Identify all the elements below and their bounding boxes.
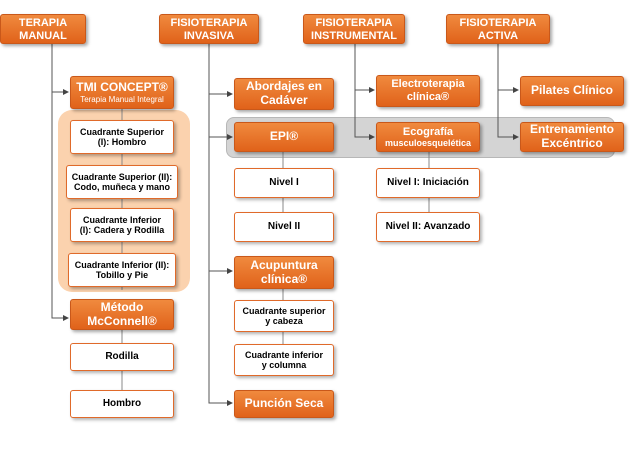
- tmi-concept-box: TMI CONCEPT® Terapia Manual Integral: [70, 76, 174, 109]
- pilates-clinico-box: Pilates Clínico: [520, 76, 624, 106]
- ecografia-item-nivel-1: Nivel I: Iniciación: [376, 168, 480, 198]
- tmi-item-cuadrante-superior-2: Cuadrante Superior (II):Codo, muñeca y m…: [66, 165, 178, 199]
- epi-box: EPI®: [234, 122, 334, 152]
- mcconnell-item-hombro: Hombro: [70, 390, 174, 418]
- tmi-item-cuadrante-inferior-1: Cuadrante Inferior(I): Cadera y Rodilla: [70, 208, 174, 242]
- puncion-seca-box: Punción Seca: [234, 390, 334, 418]
- tmi-item-cuadrante-superior-1: Cuadrante Superior(I): Hombro: [70, 120, 174, 154]
- ecografia-item-nivel-2: Nivel II: Avanzado: [376, 212, 480, 242]
- mcconnell-item-rodilla: Rodilla: [70, 343, 174, 371]
- epi-item-nivel-2: Nivel II: [234, 212, 334, 242]
- tmi-item-cuadrante-inferior-2: Cuadrante Inferior (II):Tobillo y Pie: [68, 253, 176, 287]
- epi-item-nivel-1: Nivel I: [234, 168, 334, 198]
